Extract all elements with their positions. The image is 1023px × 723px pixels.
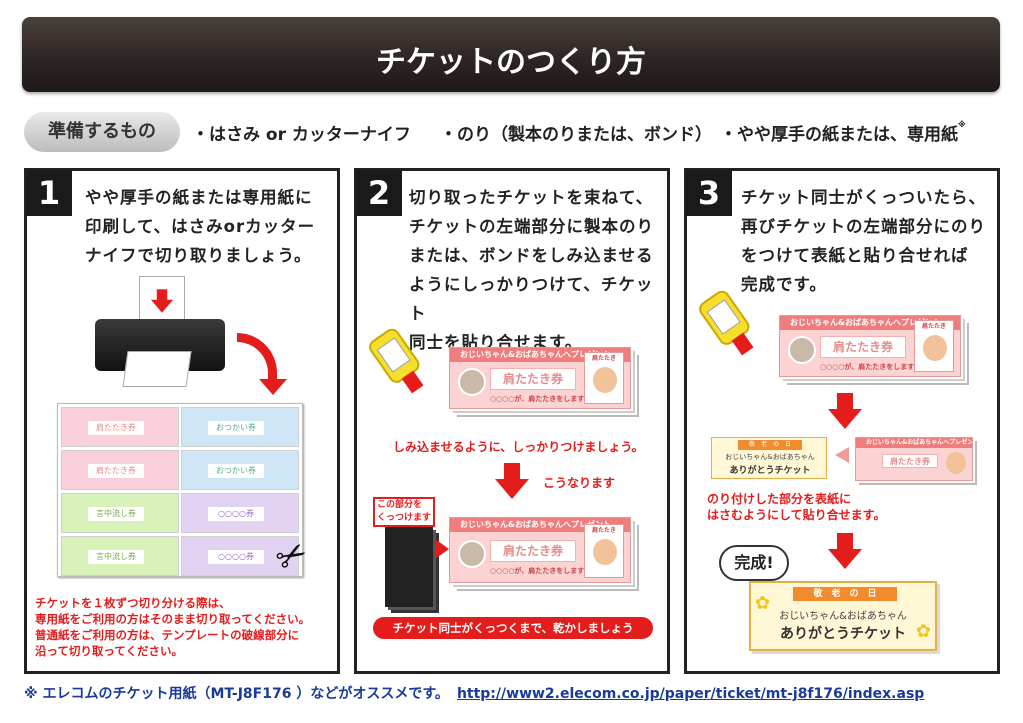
down-arrow-icon — [495, 463, 529, 499]
glued-edge-block — [385, 527, 433, 607]
dry-badge-text: チケット同士がくっつくまで、乾かしましょう — [392, 621, 634, 635]
small-ticket-main: 肩たたき券 — [882, 454, 938, 468]
small-child-face-image — [946, 452, 966, 474]
sheet-ticket-6-label: ○○○○券 — [208, 507, 264, 521]
cover-final-line1: おじいちゃん&おばあちゃん — [779, 611, 907, 622]
step-2-panel: 2 切り取ったチケットを束ねて、 チケットの左端部分に製本のり または、ボンドを… — [354, 168, 670, 674]
step-3-panel: 3 チケット同士がくっついたら、 再びチケットの左端部分にのり をつけて表紙と貼… — [684, 168, 1000, 674]
callout-box: この部分を くっつけます — [373, 497, 435, 527]
grandparents-image — [458, 368, 486, 396]
sheet-ticket-5-label: 言中流し券 — [88, 507, 144, 521]
title-bar: チケットのつくり方 — [22, 17, 1000, 92]
footer-text: ※ エレコムのチケット用紙（MT-J8F176 ）などがオススメです。 — [24, 686, 449, 702]
cover-small: 敬 老 の 日 おじいちゃん&おばあちゃん ありがとうチケット — [711, 437, 827, 479]
s3-ticket-main: 肩たたき券 — [820, 336, 906, 358]
cover-small-line1: おじいちゃん&おばあちゃん — [725, 453, 815, 461]
requirement-paper-text: ・やや厚手の紙または、専用紙 — [720, 125, 958, 145]
ticket-photo-tag: 肩たたき — [591, 355, 616, 362]
step-2-caption-2: こうなります — [543, 476, 616, 490]
ticket-photo: 肩たたき — [584, 352, 624, 404]
bound-grandparents-image — [458, 540, 486, 568]
s3-child-face-image — [923, 335, 947, 361]
step-1-note: チケットを１枚ずつ切り分ける際は、 専用紙をご利用の方はそのまま切り取ってくださ… — [35, 596, 311, 658]
done-text: 完成! — [734, 553, 774, 572]
down-arrow-icon-2 — [828, 393, 862, 429]
sheet-ticket-4-label: おつかい券 — [208, 464, 264, 478]
step-2-ticket-stack: おじいちゃん&おばあちゃんへプレゼント 肩たたき券 ○○○○が、肩たたきをします… — [449, 347, 631, 409]
curve-arrow-head-icon — [259, 379, 287, 395]
step-3-ticket-small: おじいちゃん&おばあちゃんへプレゼント 肩たたき券 — [855, 437, 973, 481]
sheet-ticket-4: おつかい券 — [181, 450, 299, 490]
done-bubble: 完成! — [719, 545, 789, 581]
ticket-main-label: 肩たたき券 — [490, 368, 576, 390]
bound-ticket-photo: 肩たたき — [584, 524, 624, 578]
step-1-panel: 1 やや厚手の紙または専用紙に 印刷して、はさみorカッター ナイフで切り取りま… — [24, 168, 340, 674]
down-arrow-icon-3 — [828, 533, 862, 569]
cover-final-banner: 敬 老 の 日 — [793, 587, 897, 601]
ticket-footer: ○○○○が、肩たたきをします！ — [490, 395, 592, 403]
step-2-bound-tickets: おじいちゃん&おばあちゃんへプレゼント 肩たたき券 ○○○○が、肩たたきをします… — [449, 517, 631, 583]
dry-badge: チケット同士がくっつくまで、乾かしましょう — [373, 617, 653, 639]
pointer-icon — [435, 539, 449, 559]
feed-arrow-icon — [150, 289, 174, 313]
sheet-ticket-7-label: 言中流し券 — [88, 550, 144, 564]
step-2-caption-1: しみ込ませるように、しっかりつけましょう。 — [393, 440, 644, 454]
printed-sheet: 肩たたき券 おつかい券 肩たたき券 おつかい券 言中流し券 ○○○○券 言中流し… — [57, 403, 303, 577]
requirement-paper: ・やや厚手の紙または、専用紙※ — [720, 120, 966, 145]
callout-text: この部分を くっつけます — [377, 500, 432, 523]
bound-child-face-image — [593, 539, 617, 565]
child-face-image — [593, 367, 617, 393]
sheet-ticket-5: 言中流し券 — [61, 493, 179, 533]
step-2-text: 切り取ったチケットを束ねて、 チケットの左端部分に製本のり または、ボンドをしみ… — [409, 188, 654, 352]
step-1-number: 1 — [26, 170, 72, 216]
bound-photo-tag: 肩たたき — [591, 527, 616, 534]
step-3-ticket-stack: おじいちゃん&おばあちゃんへプレゼント 肩たたき券 ○○○○が、肩たたきをします… — [779, 315, 961, 377]
sheet-ticket-8: ○○○○券 — [181, 536, 299, 576]
requirement-note-mark: ※ — [958, 120, 966, 129]
requirements-label: 準備するもの — [24, 112, 180, 152]
requirement-scissors: ・はさみ or カッターナイフ — [192, 125, 411, 145]
sheet-ticket-8-label: ○○○○券 — [208, 550, 264, 564]
cover-small-line2: ありがとうチケット — [729, 466, 811, 476]
step-2-number: 2 — [356, 170, 402, 216]
page-title: チケットのつくり方 — [376, 45, 646, 80]
cover-final: 敬 老 の 日 おじいちゃん&おばあちゃん ありがとうチケット ✿ ✿ — [749, 581, 937, 651]
s3-photo-tag: 肩たたき — [921, 323, 946, 330]
step-3-caption: のり付けした部分を表紙に はさむようにして貼り合せます。 — [707, 492, 886, 522]
s3-ticket-photo: 肩たたき — [914, 320, 954, 372]
sheet-ticket-1: 肩たたき券 — [61, 407, 179, 447]
sheet-ticket-2-label: おつかい券 — [208, 421, 264, 435]
bound-ticket-footer: ○○○○が、肩たたきをします！ — [490, 567, 592, 575]
cover-final-line2: ありがとうチケット — [780, 626, 906, 642]
small-ticket-header: おじいちゃん&おばあちゃんへプレゼント — [856, 438, 972, 448]
sheet-ticket-2: おつかい券 — [181, 407, 299, 447]
footer: ※ エレコムのチケット用紙（MT-J8F176 ）などがオススメです。 http:… — [24, 683, 924, 703]
flower-icon-2: ✿ — [915, 621, 931, 642]
sheet-ticket-7: 言中流し券 — [61, 536, 179, 576]
step-3-number: 3 — [686, 170, 732, 216]
step-3-text: チケット同士がくっついたら、 再びチケットの左端部分にのり をつけて表紙と貼り合… — [741, 188, 986, 294]
sheet-ticket-6: ○○○○券 — [181, 493, 299, 533]
sheet-ticket-3-label: 肩たたき券 — [88, 464, 144, 478]
requirement-glue: ・のり（製本のりまたは、ボンド） — [440, 125, 712, 145]
flower-icon: ✿ — [755, 593, 771, 614]
s3-ticket-footer: ○○○○が、肩たたきをします！ — [820, 363, 922, 371]
bound-ticket-main: 肩たたき券 — [490, 540, 576, 562]
sheet-ticket-1-label: 肩たたき券 — [88, 421, 144, 435]
left-arrow-icon — [835, 447, 849, 463]
cover-small-banner: 敬 老 の 日 — [738, 440, 802, 450]
curve-arrow-icon — [237, 333, 277, 383]
paper-out — [122, 351, 192, 387]
sheet-ticket-3: 肩たたき券 — [61, 450, 179, 490]
printer-illustration — [87, 271, 287, 395]
step-1-text: やや厚手の紙または専用紙に 印刷して、はさみorカッター ナイフで切り取りましょ… — [85, 188, 316, 265]
footer-link[interactable]: http://www2.elecom.co.jp/paper/ticket/mt… — [456, 686, 925, 702]
s3-grandparents-image — [788, 336, 816, 364]
